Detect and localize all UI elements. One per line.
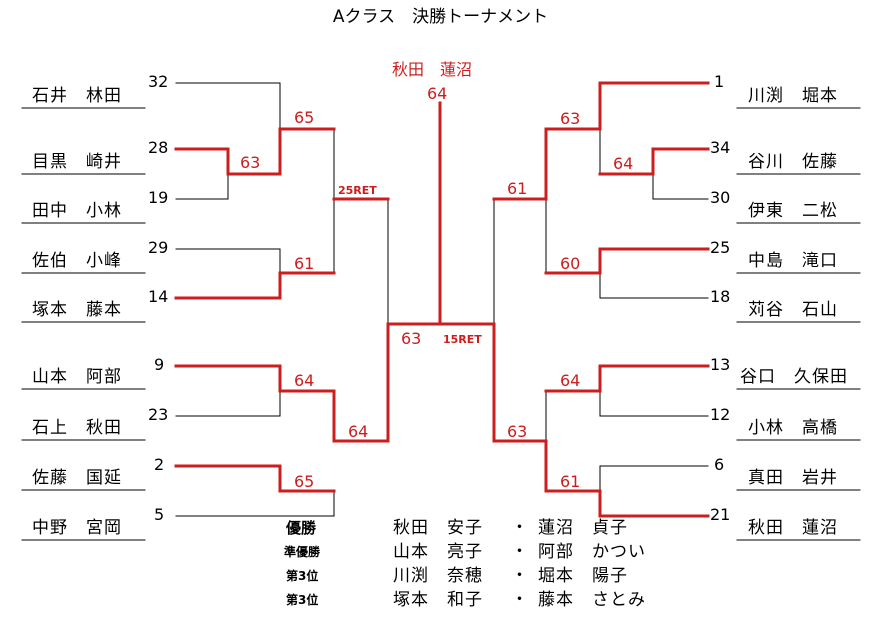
right-seed-1: 1 [714,72,725,91]
right-red-lines [438,81,710,518]
result-b-4: 藤本 さとみ [538,590,646,610]
result-a-1: 秋田 安子 [393,518,483,538]
result-a-4: 塚本 和子 [393,590,483,610]
champion-score: 64 [427,84,448,103]
left-score-qf-top: 65 [294,108,315,127]
result-sep-2: ・ [511,542,529,562]
right-score-final: 15RET [443,333,482,346]
left-score-sf-bot: 64 [348,422,369,441]
right-seed-5: 18 [710,287,731,306]
result-label-4: 第3位 [286,593,319,607]
right-score-qf-top: 63 [560,109,581,128]
left-seed-5: 14 [148,287,169,306]
left-seed-8: 2 [154,455,165,474]
right-team-7: 小林 高橋 [748,418,838,438]
left-score-qf-low1: 64 [294,371,315,390]
right-seed-2: 34 [710,138,731,157]
right-team-1: 川渕 堀本 [748,86,838,106]
left-score-final: 63 [401,329,422,348]
left-seed-9: 5 [154,505,165,524]
right-team-3: 伊東 二松 [748,201,838,221]
right-score-qf-mid: 60 [560,254,581,273]
result-sep-3: ・ [511,566,529,586]
result-a-3: 川渕 奈穂 [393,566,483,586]
result-b-3: 堀本 陽子 [538,566,628,586]
left-seed-4: 29 [148,238,169,257]
champion-names: 秋田 蓮沼 [392,60,473,79]
right-score-sf-bot: 63 [507,422,528,441]
left-underlines [21,107,146,541]
right-team-5: 苅谷 石山 [748,300,838,320]
left-team-9: 中野 宮岡 [32,518,122,538]
left-team-7: 石上 秋田 [32,418,122,438]
left-team-5: 塚本 藤本 [32,300,122,320]
right-team-8: 真田 岩井 [748,468,838,488]
left-score-r1: 63 [240,153,261,172]
right-team-2: 谷川 佐藤 [748,152,838,172]
page-title: Aクラス 決勝トーナメント [332,7,549,27]
right-team-9: 秋田 蓮沼 [748,518,838,538]
right-seed-4: 25 [710,238,731,257]
result-sep-1: ・ [511,518,529,538]
right-seed-6: 13 [710,355,731,374]
left-seed-6: 9 [154,355,165,374]
left-team-8: 佐藤 国延 [32,468,122,488]
right-seed-8: 6 [714,455,725,474]
left-team-4: 佐伯 小峰 [32,251,122,271]
left-red-lines [174,101,442,493]
left-team-6: 山本 阿部 [32,367,122,387]
result-label-3: 第3位 [286,569,319,583]
result-sep-4: ・ [511,590,529,610]
result-label-1: 優勝 [286,519,317,537]
right-team-4: 中島 滝口 [748,251,838,271]
left-seed-3: 19 [148,188,169,207]
result-b-1: 蓮沼 貞子 [538,518,628,538]
right-seed-3: 30 [710,188,731,207]
right-score-qf-low1: 64 [560,371,581,390]
left-team-2: 目黒 崎井 [32,152,122,172]
right-seed-9: 21 [710,505,731,524]
left-seed-2: 28 [148,138,169,157]
right-black-lines [493,128,709,492]
right-team-6: 谷口 久保田 [740,367,848,387]
result-a-2: 山本 亮子 [393,542,483,562]
result-label-2: 準優勝 [284,545,321,559]
right-score-sf-top: 61 [507,179,528,198]
result-b-2: 阿部 かつい [538,542,646,562]
left-seed-1: 32 [148,72,169,91]
left-score-qf-low2: 65 [294,472,315,491]
right-score-r1: 64 [613,154,634,173]
right-underlines [736,107,861,541]
left-team-1: 石井 林田 [32,86,122,106]
right-score-qf-low2: 61 [560,472,581,491]
left-black-lines [175,82,389,517]
left-score-qf-mid: 61 [294,254,315,273]
right-seed-7: 12 [710,405,731,424]
left-score-sf-top: 25RET [338,184,377,197]
left-team-3: 田中 小林 [32,201,122,221]
left-seed-7: 23 [148,405,169,424]
